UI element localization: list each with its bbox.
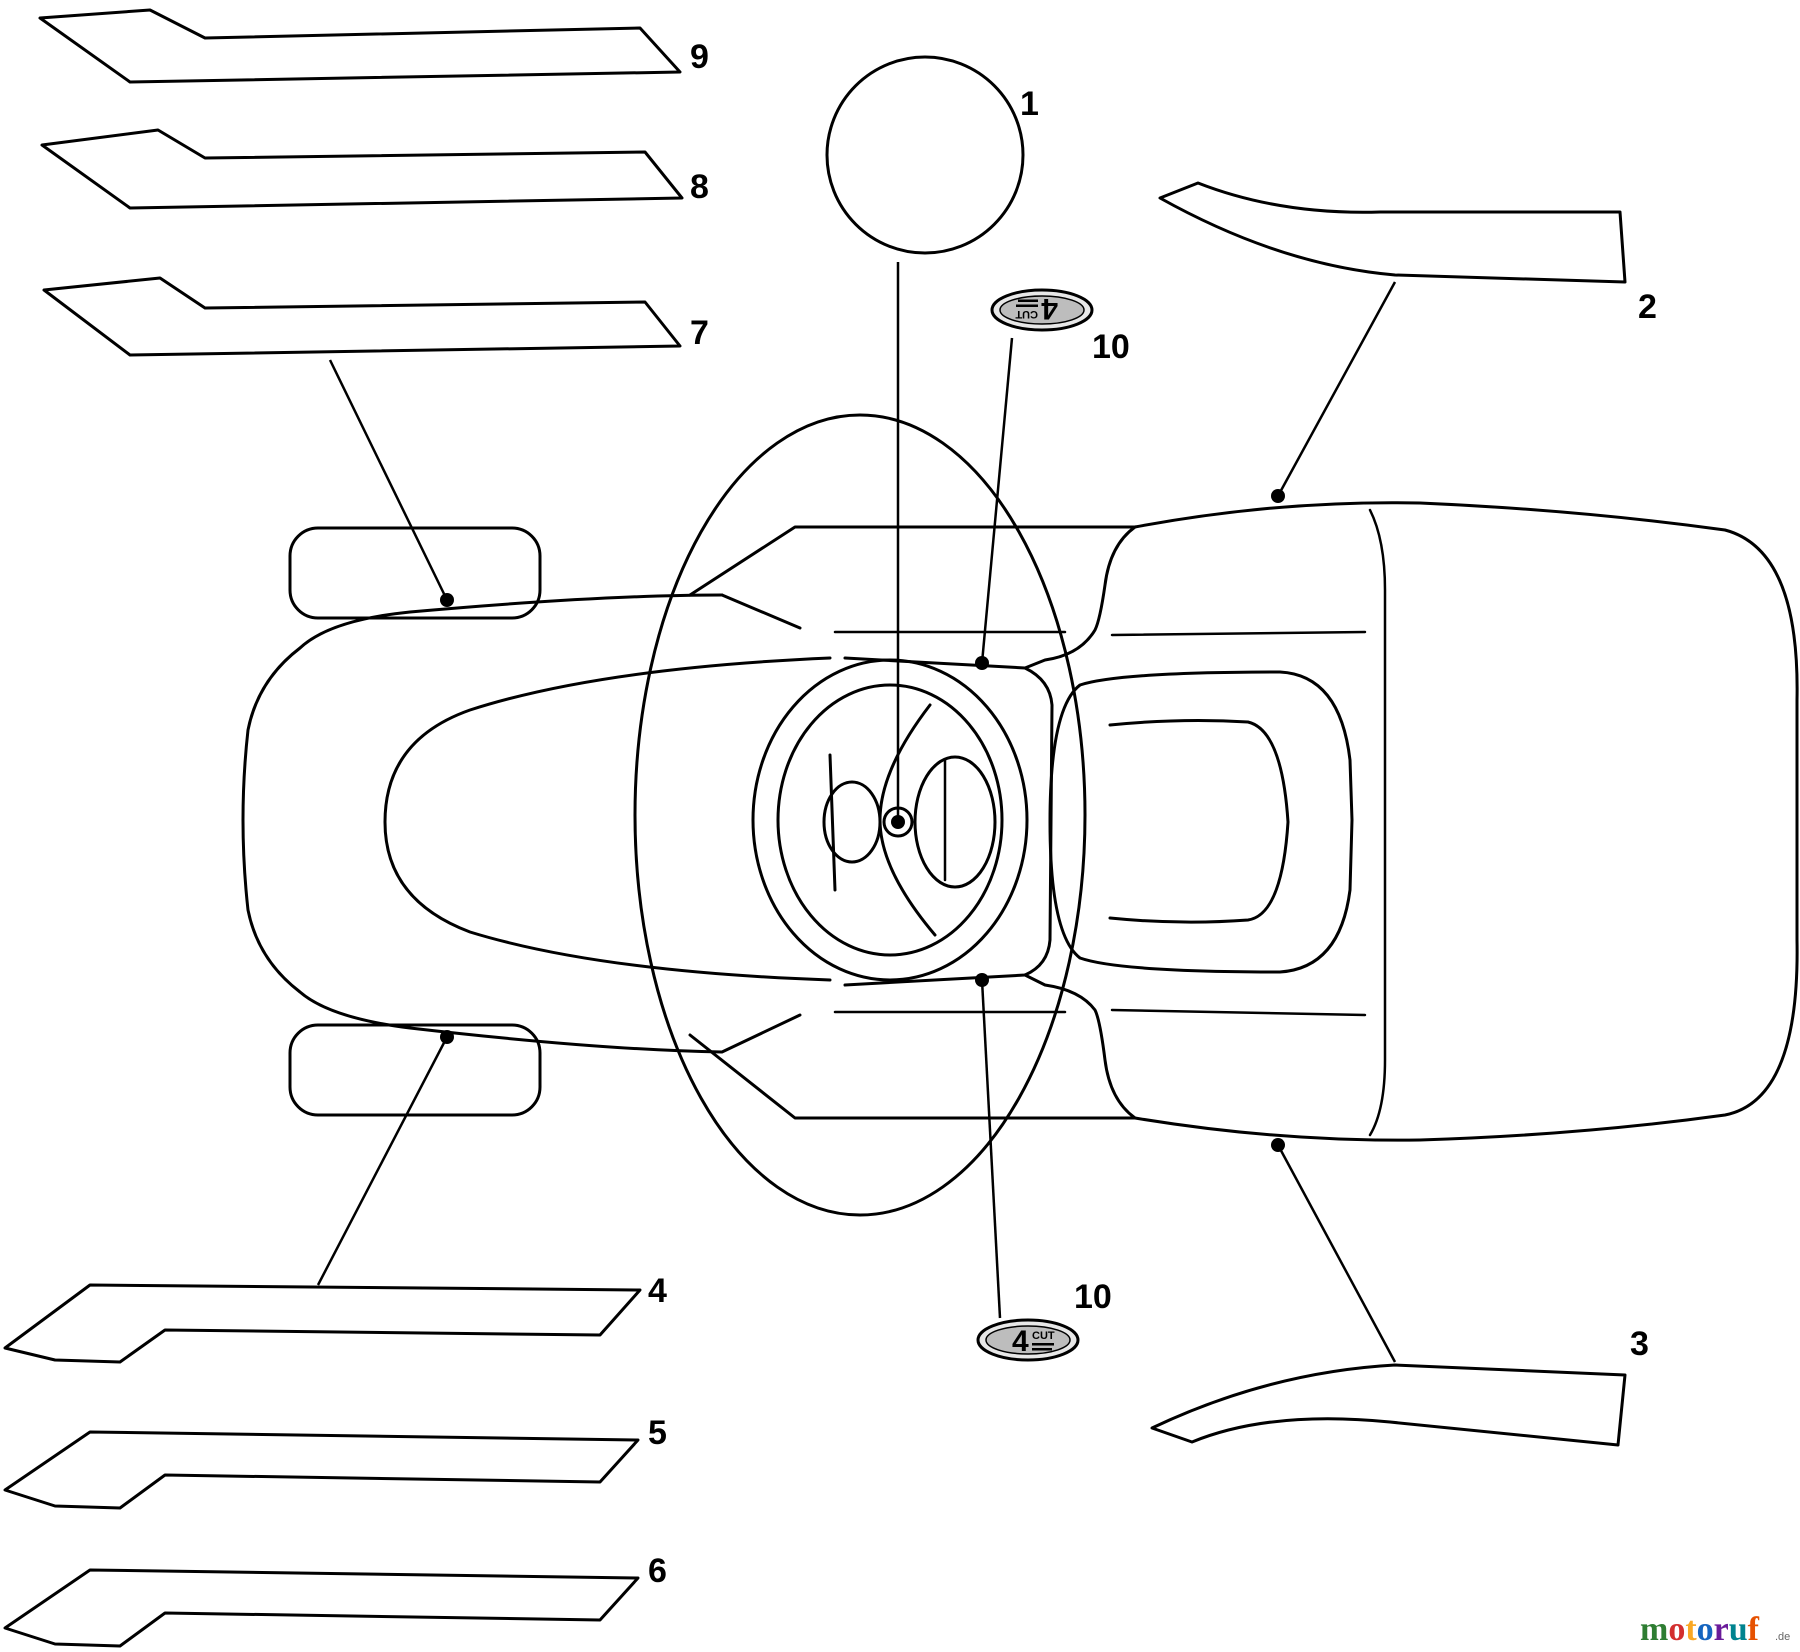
wm-letter: t bbox=[1685, 1611, 1697, 1648]
decal-6[interactable] bbox=[3, 1568, 640, 1648]
decal-3[interactable] bbox=[1150, 1363, 1627, 1447]
callout-10-top: 10 bbox=[1092, 328, 1130, 366]
wm-letter: u bbox=[1729, 1611, 1748, 1648]
wm-suffix: .de bbox=[1775, 1631, 1790, 1643]
decal-7[interactable] bbox=[42, 276, 682, 357]
rear-fender bbox=[1023, 501, 1799, 1142]
steering-spoke bbox=[828, 703, 937, 937]
decal-9[interactable] bbox=[38, 8, 682, 84]
watermark-logo: motoruf .de bbox=[1640, 1611, 1790, 1648]
decal-10-badge-bottom[interactable]: 4 CUT bbox=[976, 1318, 1080, 1362]
callout-5: 5 bbox=[648, 1414, 667, 1452]
hood-panel bbox=[383, 656, 832, 982]
callout-numbers: 1 2 3 4 5 6 7 8 9 10 10 bbox=[648, 38, 1657, 1590]
callout-7: 7 bbox=[690, 314, 709, 352]
hood bbox=[241, 593, 802, 1054]
tractor-frame bbox=[688, 525, 1137, 1120]
decal-8[interactable] bbox=[40, 128, 684, 210]
callout-8: 8 bbox=[690, 168, 709, 206]
badge-number: 4 bbox=[1012, 1325, 1029, 1358]
wm-letter: o bbox=[1697, 1611, 1714, 1648]
decal-1[interactable] bbox=[825, 55, 1025, 255]
wm-letter: o bbox=[1668, 1611, 1685, 1648]
tractor-outline bbox=[241, 413, 1799, 1217]
callout-1: 1 bbox=[1020, 85, 1039, 123]
wm-letter: r bbox=[1714, 1611, 1729, 1648]
mower-deck bbox=[633, 413, 1087, 1217]
front-wheel-top bbox=[288, 526, 542, 620]
wm-letter: m bbox=[1640, 1611, 1668, 1648]
decal-5[interactable] bbox=[3, 1430, 640, 1510]
seat[interactable] bbox=[1048, 670, 1354, 974]
svg-text:motoruf: motoruf bbox=[1640, 1611, 1760, 1648]
callout-4: 4 bbox=[648, 1272, 667, 1310]
wm-letter: f bbox=[1748, 1611, 1760, 1648]
callout-10-bottom: 10 bbox=[1074, 1278, 1112, 1316]
steering-wheel[interactable] bbox=[751, 658, 1029, 982]
badge-word: CUT bbox=[1015, 308, 1038, 320]
decal-10-badge-top[interactable]: 4 CUT bbox=[990, 288, 1094, 332]
callout-6: 6 bbox=[648, 1552, 667, 1590]
decal-4[interactable] bbox=[3, 1283, 642, 1364]
decal-2[interactable] bbox=[1158, 181, 1627, 284]
callout-2: 2 bbox=[1638, 288, 1657, 326]
callout-9: 9 bbox=[690, 38, 709, 76]
callout-3: 3 bbox=[1630, 1325, 1649, 1363]
badge-word: CUT bbox=[1032, 1330, 1055, 1342]
badge-number: 4 bbox=[1041, 292, 1058, 325]
leader-lines bbox=[316, 262, 1397, 1363]
front-wheel-bottom bbox=[288, 1023, 542, 1117]
